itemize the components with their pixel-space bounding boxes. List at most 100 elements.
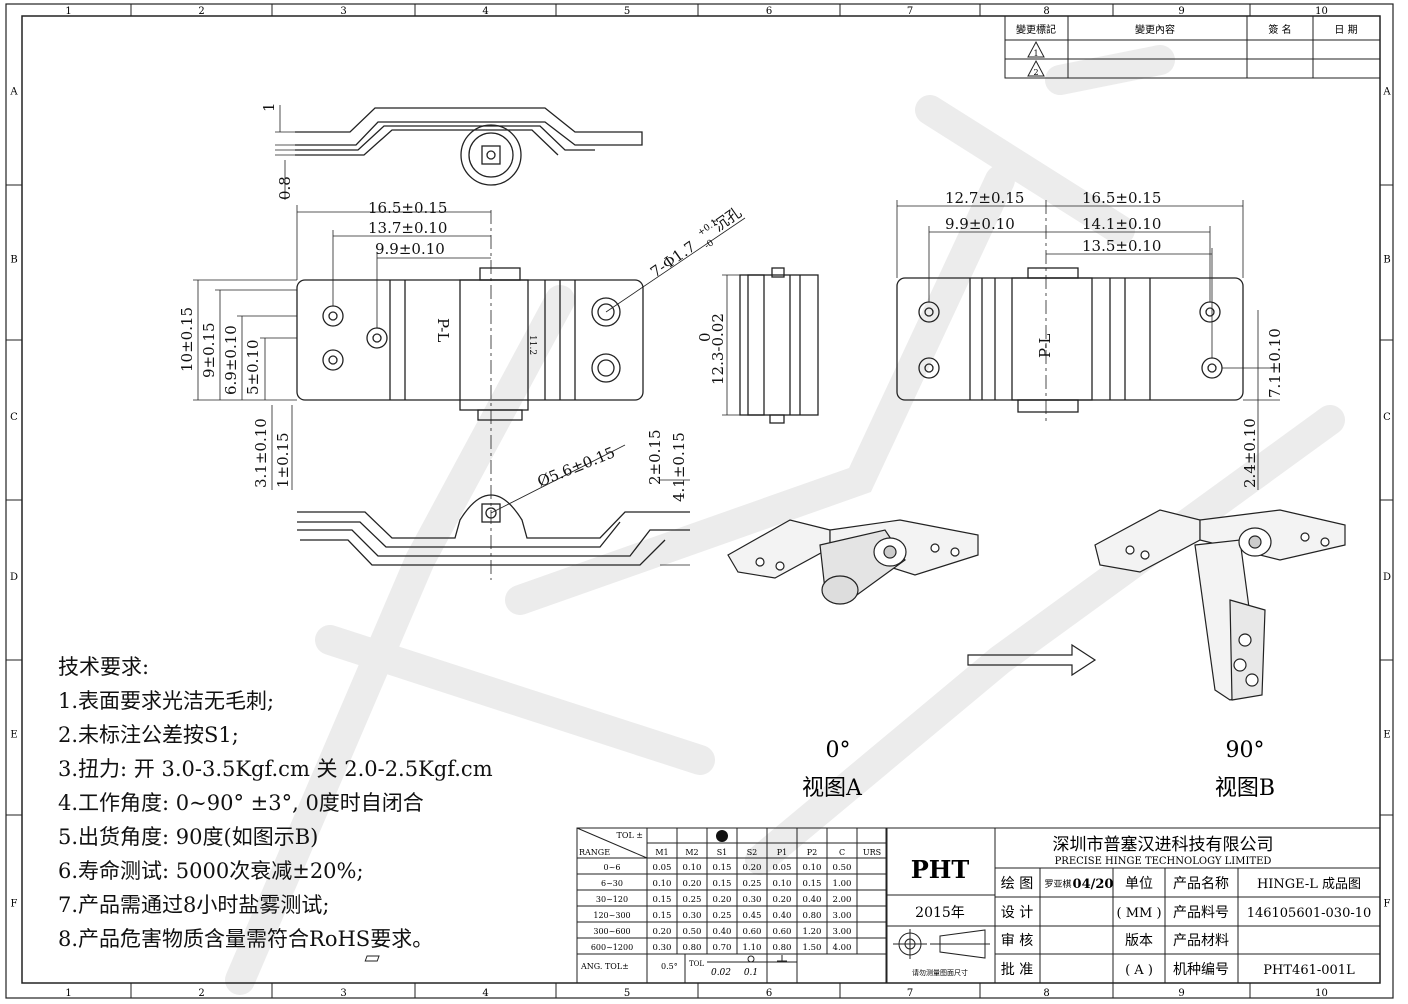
dim-r-9-9: 9.9±0.10 <box>945 215 1015 233</box>
tol-value: 0.15 <box>653 895 672 905</box>
note-item: 8.产品危害物质含量需符合RoHS要求。 <box>58 927 434 951</box>
tol-header: S2 <box>747 848 758 857</box>
frame-col-label: 10 <box>1315 988 1328 999</box>
tol-value: 0.60 <box>773 927 792 937</box>
tol-value: 0.50 <box>683 927 702 937</box>
tol-corner-top: TOL ± <box>617 831 643 840</box>
frame-row-label: E <box>10 730 17 741</box>
frame-col-label: 4 <box>482 6 488 17</box>
frame-row-label: F <box>11 899 18 910</box>
view-b-label: 视图B <box>1215 776 1275 801</box>
tol-value: 0.25 <box>713 911 732 921</box>
rev-mark-1: 1 <box>1027 40 1045 58</box>
tol-value: 3.00 <box>833 911 852 921</box>
note-item: 3.扭力: 开 3.0-3.5Kgf.cm 关 2.0-2.5Kgf.cm <box>58 757 493 781</box>
draw-date: 04/20 <box>1073 877 1114 892</box>
tol-value: 0.05 <box>773 863 792 873</box>
tol-value: 0.25 <box>683 895 702 905</box>
technical-requirements: 技术要求: 1.表面要求光洁无毛刺; 2.未标注公差按S1; 3.扭力: 开 3… <box>58 650 493 956</box>
product-name-value: HINGE-L 成品图 <box>1257 877 1361 892</box>
tol-value: 1.10 <box>743 943 762 953</box>
tol-header: URS <box>863 848 881 857</box>
tol-value: 0.10 <box>653 879 672 889</box>
tol-header: P2 <box>807 848 817 857</box>
drawing-year: 2015年 <box>915 905 965 921</box>
dim-13-7: 13.7±0.10 <box>368 219 447 237</box>
company-logo: PHT <box>911 855 970 884</box>
frame-col-label: 1 <box>65 988 71 999</box>
dim-2: 2±0.15 <box>646 429 664 485</box>
tol-range: 300~600 <box>593 927 630 936</box>
tol-value: 0.30 <box>683 911 702 921</box>
tol-value: 0.70 <box>713 943 732 953</box>
note-item: 5.出货角度: 90度(如图示B) <box>58 825 319 849</box>
dim-6-9: 6.9±0.10 <box>222 325 240 395</box>
frame-row-label: C <box>10 412 18 423</box>
dim-hole-callout: 7-Φ1.7 +0.1 -0 沉孔 <box>647 203 745 281</box>
svg-text:2: 2 <box>1033 68 1038 77</box>
version-label: 版本 <box>1125 933 1153 949</box>
note-item: 7.产品需通过8小时盐雾测试; <box>58 893 330 917</box>
tol-header: M2 <box>685 848 698 857</box>
dim-top-1: 1 <box>260 102 278 112</box>
back-part-mark: P-L <box>1036 334 1054 358</box>
tol-range: 6~30 <box>601 879 623 888</box>
frame-col-label: 3 <box>340 6 346 17</box>
svg-text:1: 1 <box>1033 49 1038 58</box>
frame-col-label: 4 <box>482 988 488 999</box>
frame-row-label: D <box>1383 572 1391 583</box>
tol-value: 0.40 <box>803 895 822 905</box>
dim-1: 1±0.15 <box>274 432 292 488</box>
frame-col-label: 3 <box>340 988 346 999</box>
frame-row-label: B <box>10 255 17 266</box>
check-label: 审 核 <box>1001 933 1033 949</box>
dim-r-2-4: 2.4±0.10 <box>1241 418 1259 488</box>
tol-value: 0.45 <box>743 911 762 921</box>
frame-col-label: 9 <box>1178 6 1184 17</box>
part-number-label: 产品料号 <box>1173 905 1229 921</box>
iso-view-b <box>1094 509 1346 701</box>
tol-value: 0.20 <box>743 863 762 873</box>
tol-range: 0~6 <box>604 863 621 872</box>
tol-value: 0.80 <box>803 911 822 921</box>
frame-row-label: B <box>1383 255 1390 266</box>
tol-header: M1 <box>655 848 668 857</box>
frame-col-label: 5 <box>624 988 630 999</box>
tol-geo-label: TOL <box>689 960 704 968</box>
tol-range: 30~120 <box>596 895 628 904</box>
tol-header: C <box>839 848 845 857</box>
model-value: PHT461-001L <box>1263 963 1355 978</box>
view-b-angle: 90° <box>1226 738 1265 763</box>
tol-ang-label: ANG. TOL± <box>580 962 629 971</box>
frame-col-label: 6 <box>766 988 772 999</box>
svg-text:7-Φ1.7: 7-Φ1.7 <box>647 237 699 281</box>
tol-geo-value: 0.1 <box>744 968 758 978</box>
tol-value: 0.30 <box>743 895 762 905</box>
tol-header: S1 <box>717 848 728 857</box>
tol-value: 0.30 <box>653 943 672 953</box>
note-item: 4.工作角度: 0~90° ±3°, 0度时自闭合 <box>58 791 424 815</box>
frame-row-label: A <box>1382 87 1391 98</box>
tol-ang-value: 0.5° <box>661 962 678 971</box>
revision-table <box>1004 15 1381 79</box>
dim-9: 9±0.15 <box>200 322 218 378</box>
front-mid-label: 11.2 <box>527 335 537 355</box>
tol-value: 0.15 <box>713 879 732 889</box>
tol-value: 0.60 <box>743 927 762 937</box>
tol-value: 0.10 <box>773 879 792 889</box>
tol-header: P1 <box>777 848 787 857</box>
frame-col-label: 6 <box>766 6 772 17</box>
watermark <box>225 45 1345 995</box>
frame-col-label: 8 <box>1043 6 1049 17</box>
dim-12-3-b: 12.3-0.02 <box>709 313 727 385</box>
dim-r-13-5: 13.5±0.10 <box>1082 237 1161 255</box>
tol-value: 0.20 <box>653 927 672 937</box>
front-dim-lines <box>193 205 491 490</box>
design-label: 设 计 <box>1001 905 1033 921</box>
model-label: 机种编号 <box>1173 962 1229 978</box>
frame-col-label: 1 <box>65 6 71 17</box>
product-name-label: 产品名称 <box>1173 876 1229 892</box>
